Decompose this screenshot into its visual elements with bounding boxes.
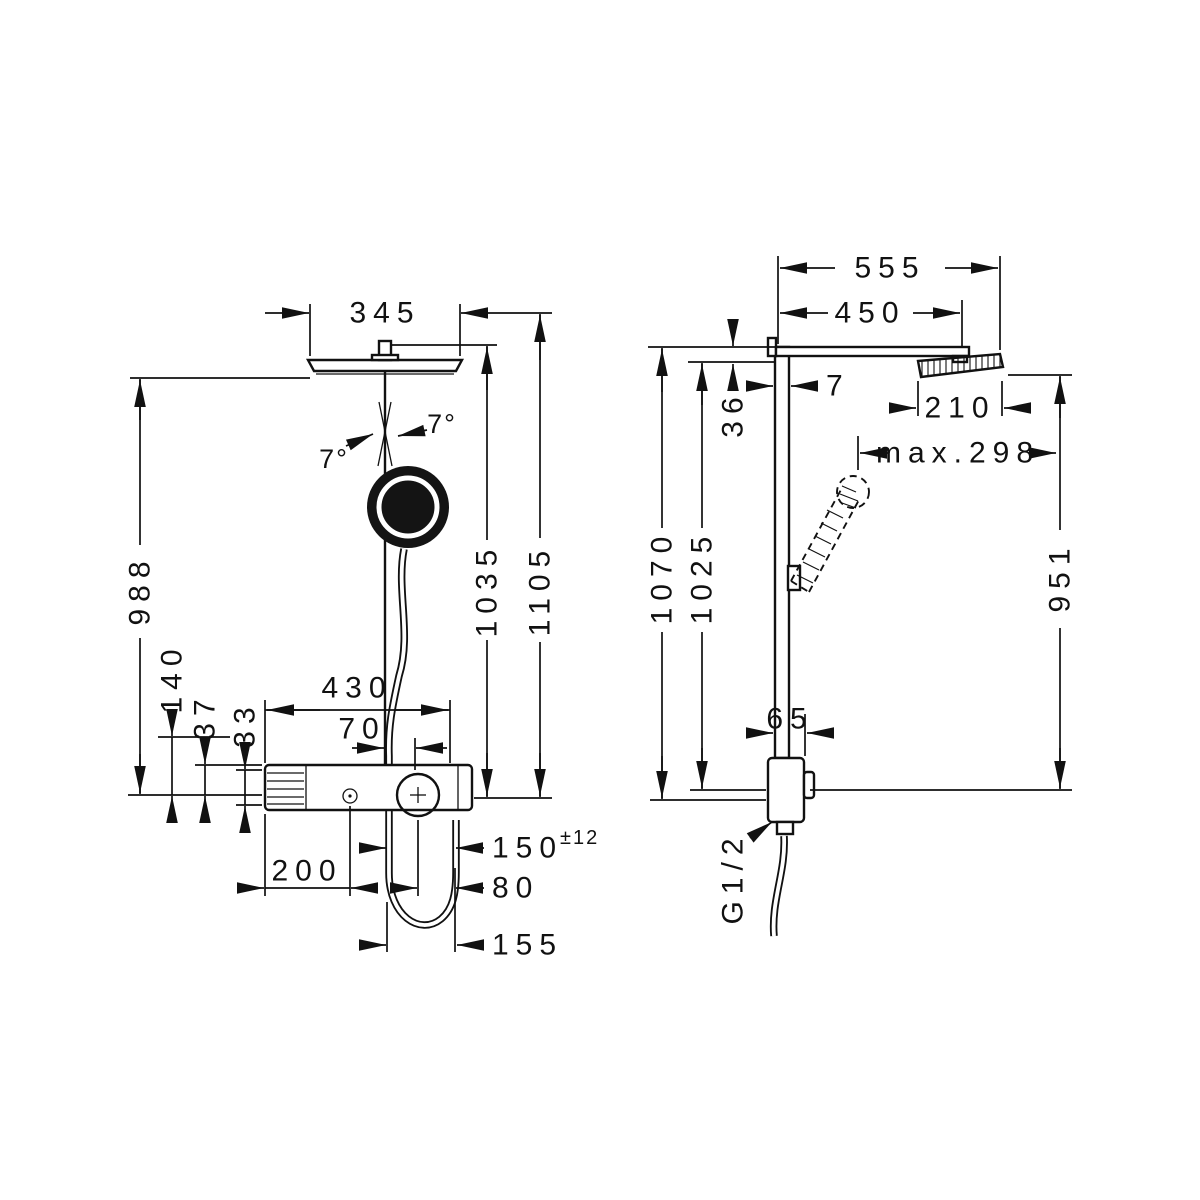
thread-size-label: G1/2 bbox=[717, 831, 750, 924]
dim-7-label: 7 bbox=[826, 370, 850, 403]
dim-210-label: 210 bbox=[924, 392, 995, 425]
dim-1035-label: 1035 bbox=[471, 543, 504, 638]
overhead-shower-front bbox=[305, 339, 465, 375]
temperature-control-grip bbox=[267, 772, 304, 805]
hose-side bbox=[769, 835, 788, 937]
hand-shower-hatching bbox=[796, 485, 859, 584]
dim-70-label: 70 bbox=[338, 713, 385, 746]
dim-200-label: 200 bbox=[271, 855, 342, 888]
dim-80-label: 80 bbox=[492, 872, 539, 905]
dim-140-label: 140 bbox=[156, 642, 189, 713]
angle-left-label: 7° bbox=[319, 444, 349, 474]
hose-front bbox=[385, 548, 460, 929]
select-button bbox=[342, 788, 358, 804]
dim-max-298-label: max.298 bbox=[876, 437, 1040, 470]
dim-33-label: 33 bbox=[229, 700, 262, 747]
dim-36-label: 36 bbox=[717, 390, 750, 437]
dim-555-label: 555 bbox=[854, 252, 925, 285]
angle-right-label: 7° bbox=[427, 409, 457, 439]
dim-345-label: 345 bbox=[349, 297, 420, 330]
front-dimensions: 345 988 140 37 bbox=[124, 297, 599, 962]
valve-side bbox=[766, 756, 816, 836]
front-view: 7° 7° bbox=[124, 297, 599, 962]
dim-1070-label: 1070 bbox=[646, 530, 679, 625]
on-off-knob bbox=[395, 772, 441, 818]
dim-1025-label: 1025 bbox=[686, 530, 719, 625]
thermostat-valve-front bbox=[263, 763, 474, 818]
hand-shower-side bbox=[786, 475, 870, 593]
tilt-angle-annotation: 7° 7° bbox=[319, 401, 457, 474]
side-dimensions: 555 450 36 7 210 m bbox=[646, 252, 1077, 925]
hand-shower-front bbox=[367, 466, 449, 548]
overhead-shower-side bbox=[774, 345, 1005, 379]
dim-951-label: 951 bbox=[1044, 541, 1077, 612]
dim-150-tolerance-label: ±12 bbox=[560, 827, 599, 849]
wall-bar-side bbox=[773, 345, 791, 760]
dim-37-label: 37 bbox=[189, 692, 222, 739]
dim-988-label: 988 bbox=[124, 554, 157, 625]
dim-430-label: 430 bbox=[321, 672, 392, 705]
dim-155-label: 155 bbox=[492, 929, 563, 962]
side-view: 555 450 36 7 210 m bbox=[646, 252, 1077, 937]
dim-150-label: 150 bbox=[492, 832, 563, 865]
dim-1105-label: 1105 bbox=[524, 544, 557, 637]
dim-65-label: 65 bbox=[766, 703, 813, 736]
dim-450-label: 450 bbox=[834, 297, 905, 330]
